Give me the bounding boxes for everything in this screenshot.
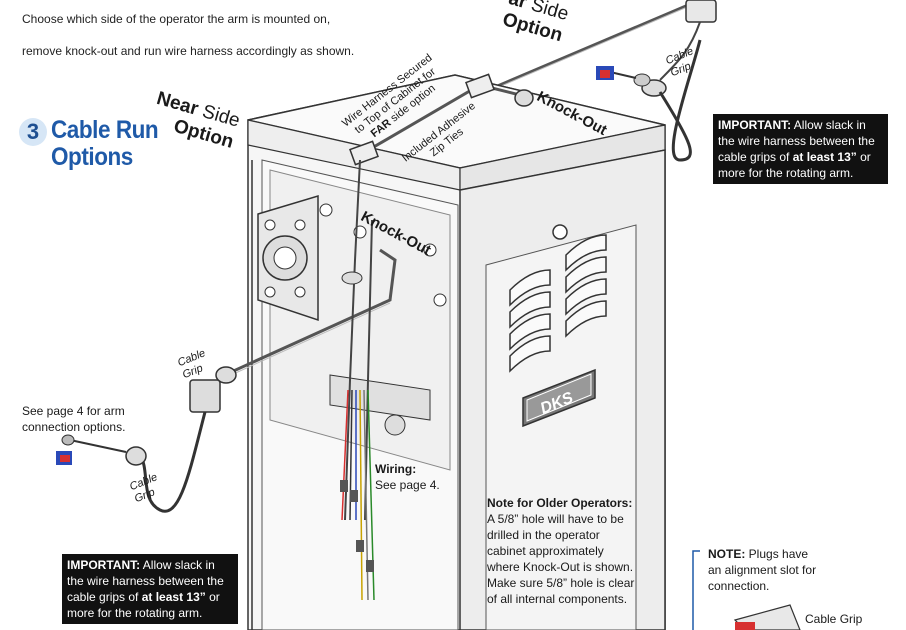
important-right-lead: IMPORTANT: xyxy=(718,118,792,132)
older-operators-text: A 5/8” hole will have to be drilled in t… xyxy=(487,512,635,606)
important-left-text-2: or more for the rotating arm. xyxy=(67,590,220,620)
older-operators-note: Note for Older Operators: A 5/8” hole wi… xyxy=(487,495,637,607)
important-left-text-1: Allow slack in the wire harness between … xyxy=(67,558,224,604)
intro-line-1: Choose which side of the operator the ar… xyxy=(22,12,331,26)
important-left-bold: at least 13” xyxy=(141,590,206,604)
wiring-heading: Wiring: xyxy=(375,462,417,476)
wiring-note: Wiring: See page 4. xyxy=(375,461,440,493)
step-number-badge: 3 xyxy=(19,118,47,146)
section-title-line-2: Options xyxy=(51,143,133,171)
important-right-text-2: or more for the rotating arm. xyxy=(718,150,871,180)
intro-line-2: remove knock-out and run wire harness ac… xyxy=(22,44,355,58)
intro-text: Choose which side of the operator the ar… xyxy=(22,0,354,59)
important-right-bold: at least 13” xyxy=(792,150,857,164)
plugs-note: NOTE: Plugs have an alignment slot for c… xyxy=(708,546,818,594)
important-note-right: IMPORTANT: Allow slack in the wire harne… xyxy=(713,114,888,184)
important-note-left: IMPORTANT: Allow slack in the wire harne… xyxy=(62,554,238,624)
section-title-line-1: Cable Run xyxy=(51,116,159,144)
plugs-note-lead: NOTE: xyxy=(708,547,746,561)
important-right-text-1: Allow slack in the wire harness between … xyxy=(718,118,875,164)
plugs-note-text: Plugs have an alignment slot for connect… xyxy=(708,547,817,593)
important-left-lead: IMPORTANT: xyxy=(67,558,141,572)
older-operators-heading: Note for Older Operators: xyxy=(487,496,633,510)
wiring-text: See page 4. xyxy=(375,478,440,492)
cable-grip-bottom-label: Cable Grip xyxy=(805,612,863,626)
section-title: Cable Run Options xyxy=(51,116,159,171)
see-page-note: See page 4 for arm connection options. xyxy=(22,404,126,434)
